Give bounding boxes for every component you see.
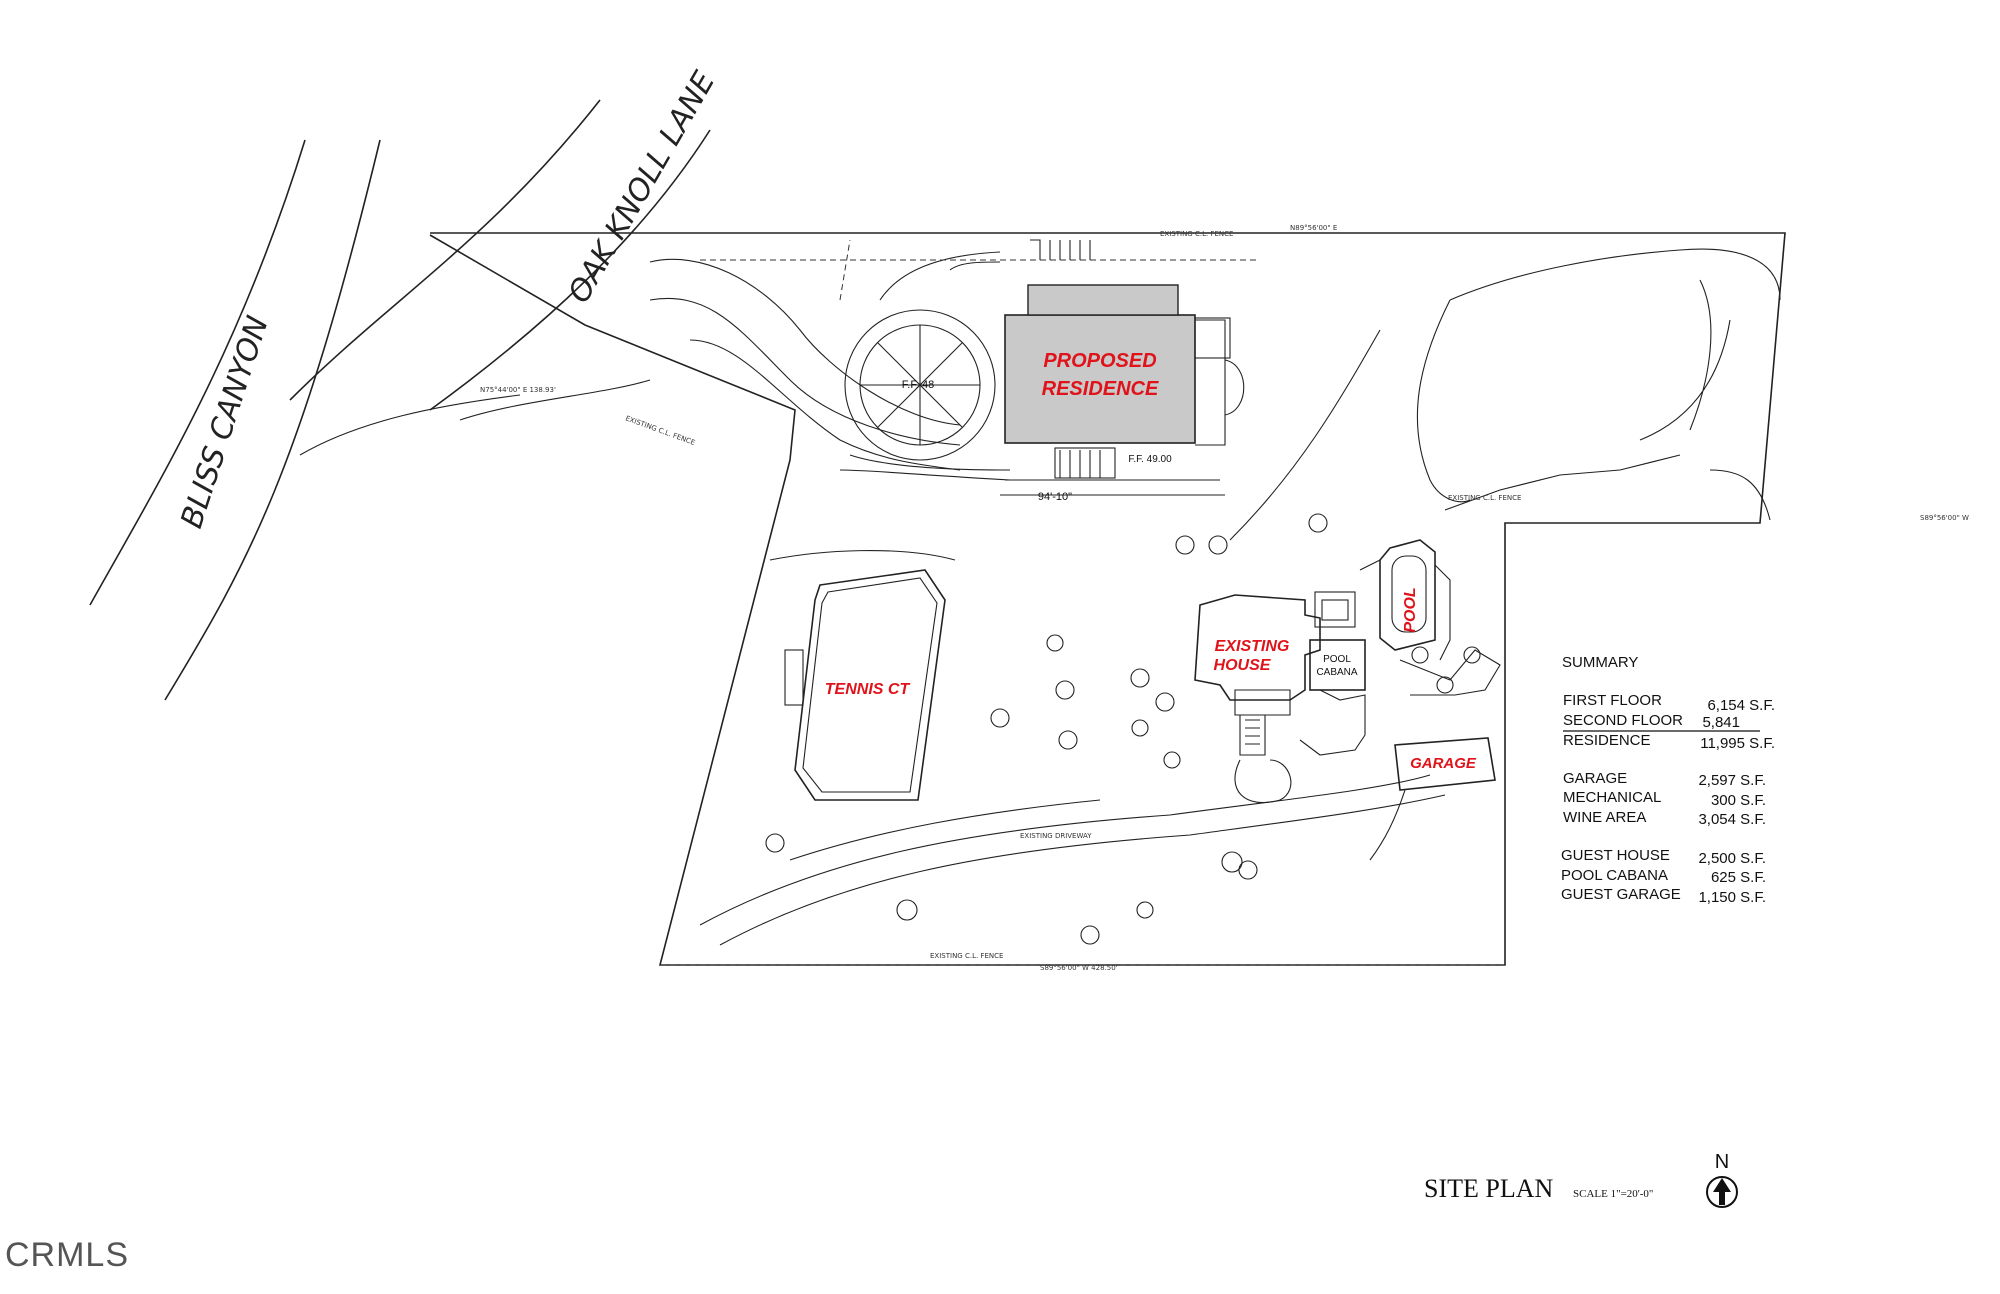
existing-house	[1194, 594, 1321, 756]
site-plan-scale: SCALE 1"=20'-0"	[1573, 1188, 1653, 1200]
north-arrow-icon	[1706, 1176, 1738, 1208]
summary-row-value: 3,054 S.F.	[1698, 811, 1766, 828]
svg-text:N75°44'00" E 138.93': N75°44'00" E 138.93'	[480, 386, 556, 394]
north-label: N	[1715, 1151, 1729, 1173]
proposed-residence	[700, 239, 1260, 496]
summary-row-label: GUEST HOUSE	[1561, 847, 1670, 864]
title-block: SITE PLAN SCALE 1"=20'-0" N	[1424, 1151, 1738, 1208]
crmls-watermark: CRMLS	[5, 1236, 129, 1274]
summary-row-value: 625 S.F.	[1711, 869, 1766, 886]
bliss-canyon-street	[89, 139, 521, 701]
svg-text:N89°56'00" E: N89°56'00" E	[1290, 224, 1337, 232]
oak-knoll-lane-street	[289, 99, 711, 421]
garage	[1234, 737, 1496, 861]
summary-row-value: 11,995 S.F.	[1700, 735, 1775, 752]
trees	[765, 513, 1328, 945]
summary-row-label: WINE AREA	[1563, 809, 1646, 826]
svg-text:EXISTING C.L. FENCE: EXISTING C.L. FENCE	[1448, 494, 1521, 502]
summary-row-label: RESIDENCE	[1563, 732, 1651, 749]
summary-title: SUMMARY	[1562, 654, 1638, 671]
svg-text:EXISTING C.L. FENCE: EXISTING C.L. FENCE	[930, 952, 1003, 960]
label-pool-cabana-2: CABANA	[1316, 667, 1357, 678]
label-pool: POOL	[1402, 587, 1419, 632]
label-dimension: 94'-10"	[1038, 491, 1072, 503]
summary-row-value: 2,500 S.F.	[1698, 850, 1766, 867]
svg-text:S89°56'00" W 428.50': S89°56'00" W 428.50'	[1040, 964, 1118, 972]
label-ff-49: F.F. 49.00	[1128, 454, 1172, 465]
street-label-oak-knoll: OAK KNOLL LANE	[562, 66, 723, 309]
label-house: HOUSE	[1214, 657, 1272, 674]
summary-row-label: SECOND FLOOR	[1563, 712, 1683, 729]
summary-row-label: POOL CABANA	[1561, 867, 1668, 884]
tennis-court	[769, 550, 956, 801]
label-tennis-ct: TENNIS CT	[825, 681, 911, 698]
summary-row-label: MECHANICAL	[1563, 789, 1661, 806]
summary-row-label: GARAGE	[1563, 770, 1627, 787]
label-residence: RESIDENCE	[1042, 378, 1159, 400]
pool-cabana	[1299, 591, 1366, 756]
label-ff-48: F.F. 48	[902, 379, 934, 391]
svg-text:EXISTING C.L. FENCE: EXISTING C.L. FENCE	[624, 414, 696, 447]
summary-row-value: 300 S.F.	[1711, 792, 1766, 809]
label-existing: EXISTING	[1215, 638, 1290, 655]
summary-row-value: 5,841	[1702, 714, 1740, 731]
label-pool-cabana-1: POOL	[1323, 654, 1351, 665]
svg-text:EXISTING DRIVEWAY: EXISTING DRIVEWAY	[1020, 832, 1092, 840]
svg-text:EXISTING C.L. FENCE: EXISTING C.L. FENCE	[1160, 230, 1233, 238]
hillside	[1229, 248, 1781, 541]
driveway	[649, 258, 1011, 481]
site-plan-title: SITE PLAN	[1424, 1174, 1554, 1203]
summary-row-value: 6,154 S.F.	[1707, 697, 1775, 714]
summary-row-label: GUEST GARAGE	[1561, 886, 1681, 903]
pool	[1359, 539, 1501, 696]
summary-row-label: FIRST FLOOR	[1563, 692, 1662, 709]
summary-row-value: 2,597 S.F.	[1698, 772, 1766, 789]
label-proposed: PROPOSED	[1043, 350, 1156, 372]
lower-driveway	[699, 774, 1446, 946]
svg-text:S89°56'00" W: S89°56'00" W	[1920, 514, 1969, 522]
summary-table: SUMMARY FIRST FLOOR 6,154 S.F. SECOND FL…	[1561, 654, 1775, 906]
summary-row-value: 1,150 S.F.	[1698, 889, 1766, 906]
motor-court	[844, 251, 1001, 461]
label-garage: GARAGE	[1410, 755, 1477, 772]
